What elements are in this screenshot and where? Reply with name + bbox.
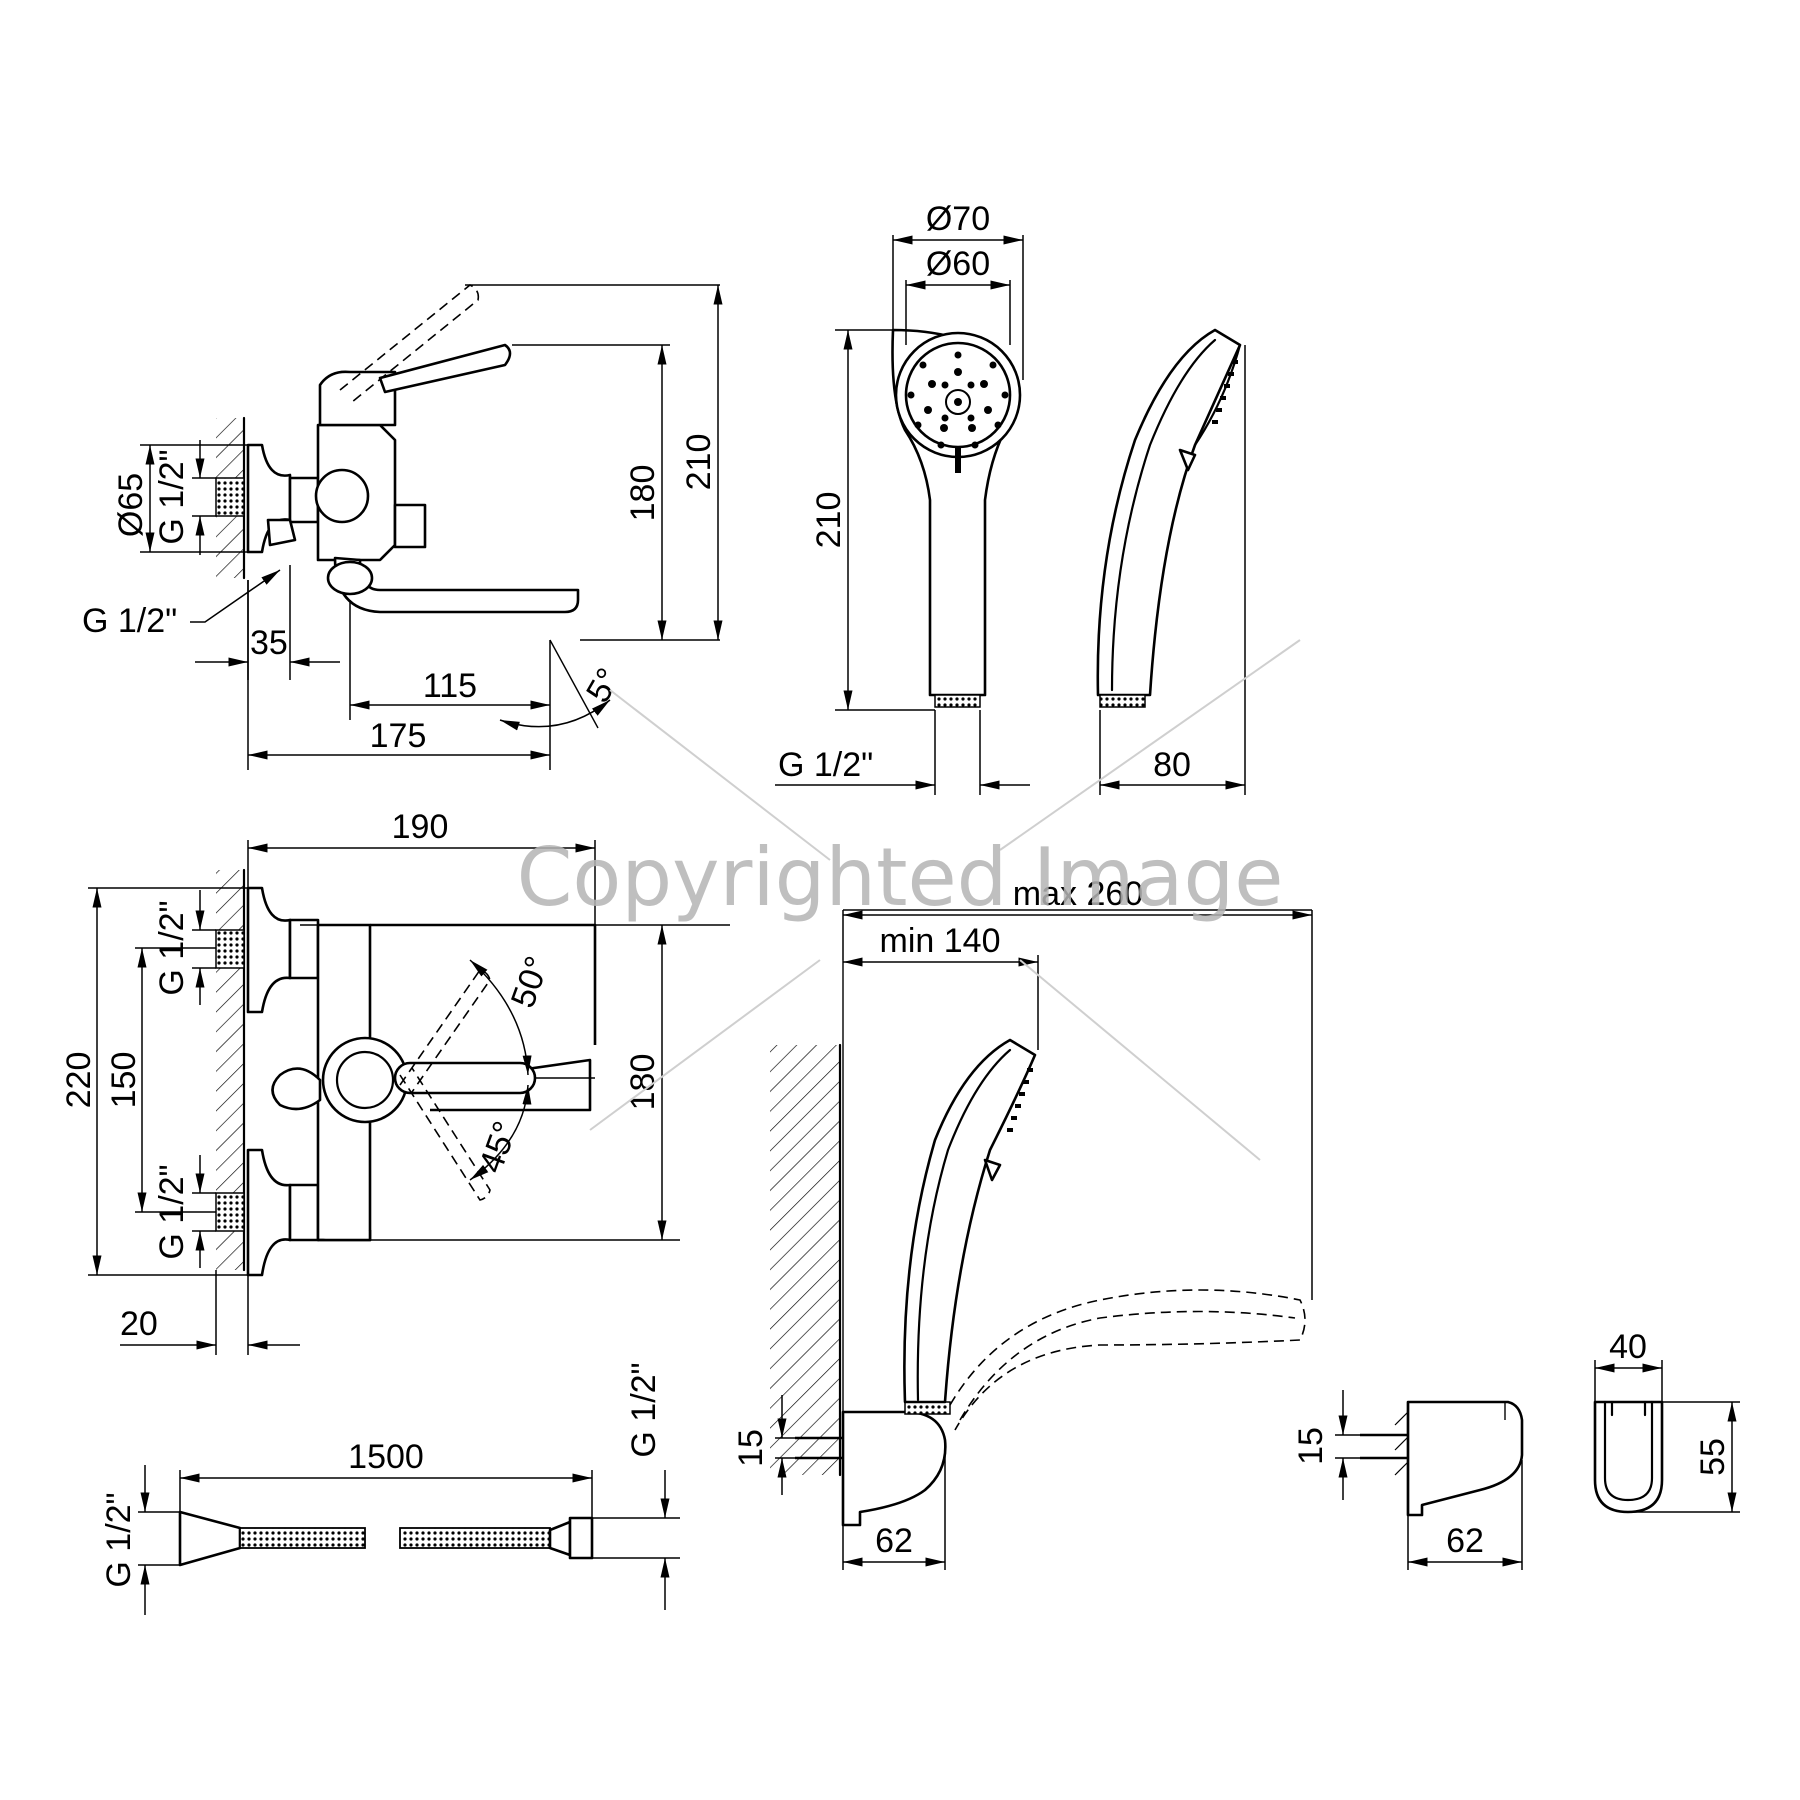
dim-210-a: 210 xyxy=(680,434,718,491)
dim-80: 80 xyxy=(1153,746,1191,784)
nozzle-pattern xyxy=(907,351,1009,449)
wall-hatch-3 xyxy=(770,1045,840,1475)
watermark-text: Copyrighted Image xyxy=(517,831,1284,924)
dim-g-half-2: G 1/2" xyxy=(82,602,177,640)
dim-15-b: 15 xyxy=(1292,1427,1330,1465)
dim-150: 150 xyxy=(105,1052,143,1109)
dim-220: 220 xyxy=(60,1052,98,1109)
hand-shower-front xyxy=(891,328,1022,708)
dim-190: 190 xyxy=(392,808,449,846)
dim-62-b: 62 xyxy=(1446,1522,1484,1560)
mixer-top-view xyxy=(215,868,730,1277)
dim-g-half-5: G 1/2" xyxy=(153,1164,191,1259)
dim-55: 55 xyxy=(1694,1438,1732,1476)
dim-175: 175 xyxy=(370,717,427,755)
dim-62-a: 62 xyxy=(875,1522,913,1560)
holder-with-shower-dims: max 260 min 140 15 62 xyxy=(732,875,1313,1570)
holder-top xyxy=(1593,1400,1664,1514)
dim-40: 40 xyxy=(1609,1328,1647,1366)
dim-35: 35 xyxy=(250,624,288,662)
dim-d60: Ø60 xyxy=(926,245,990,283)
shower-thread-side xyxy=(1099,694,1146,708)
dim-1500: 1500 xyxy=(348,1438,424,1476)
hose-segment-2 xyxy=(399,1527,551,1549)
mixer-side-view xyxy=(215,284,720,641)
thread-block-1 xyxy=(215,477,245,517)
dim-20: 20 xyxy=(120,1305,158,1343)
holder-side-dims: 15 62 xyxy=(1292,1390,1523,1570)
dim-115: 115 xyxy=(423,667,477,705)
hose-dims: 1500 G 1/2" G 1/2" xyxy=(100,1362,680,1615)
thread-block-3 xyxy=(215,1192,245,1232)
thread-block-2 xyxy=(215,929,245,969)
holder-top-dims: 40 55 xyxy=(1594,1328,1740,1513)
hose-segment-1 xyxy=(239,1527,366,1549)
hose-view xyxy=(178,1510,594,1567)
dim-g-half-3: G 1/2" xyxy=(778,746,873,784)
watermark: Copyrighted Image xyxy=(517,639,1301,1161)
dim-180-a: 180 xyxy=(624,465,662,522)
side-nozzles xyxy=(1212,360,1238,424)
dim-g-half-7: G 1/2" xyxy=(625,1362,663,1457)
dim-ang5: 5° xyxy=(579,662,628,709)
dim-210-b: 210 xyxy=(810,492,848,549)
shower-thread-front xyxy=(934,694,981,708)
dim-max260: max 260 xyxy=(1013,875,1143,913)
dim-g-half-1: G 1/2" xyxy=(153,449,191,544)
dim-g-half-6: G 1/2" xyxy=(100,1492,138,1587)
dim-d65: Ø65 xyxy=(112,473,150,537)
dim-g-half-4: G 1/2" xyxy=(153,900,191,995)
dim-min140: min 140 xyxy=(880,922,1001,960)
holder-side xyxy=(1360,1400,1524,1517)
dim-d70: Ø70 xyxy=(926,200,990,238)
hand-shower-dims: Ø70 Ø60 210 G 1/2" 80 xyxy=(775,200,1246,795)
hand-shower-side xyxy=(1096,328,1242,708)
dim-15-a: 15 xyxy=(732,1429,770,1467)
